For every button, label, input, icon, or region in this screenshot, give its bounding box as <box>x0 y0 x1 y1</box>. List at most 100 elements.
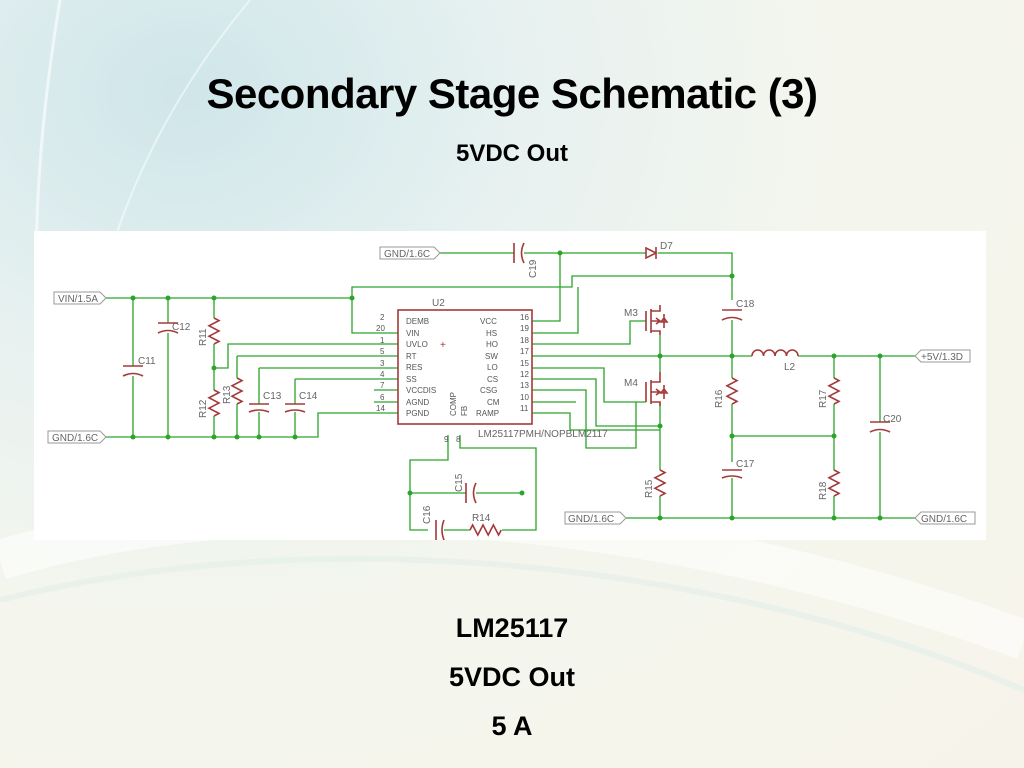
svg-text:R13: R13 <box>222 385 233 404</box>
svg-text:GND/1.6C: GND/1.6C <box>384 249 430 260</box>
svg-text:HS: HS <box>486 329 497 338</box>
capacitor-c18: C18 <box>721 299 755 321</box>
resistor-r14: R14 <box>469 513 502 537</box>
capacitor-c19: C19 <box>513 242 539 278</box>
svg-text:RAMP: RAMP <box>476 409 499 418</box>
svg-text:UVLO: UVLO <box>406 340 428 349</box>
resistor-r16: R16 <box>714 377 739 408</box>
svg-text:16: 16 <box>520 313 529 322</box>
footer-line-current: 5 A <box>491 711 533 741</box>
svg-text:19: 19 <box>520 324 529 333</box>
port-vin: VIN/1.5A <box>53 291 107 305</box>
svg-text:DEMB: DEMB <box>406 317 429 326</box>
svg-text:COMP: COMP <box>449 392 458 416</box>
svg-text:M4: M4 <box>624 378 638 389</box>
svg-text:18: 18 <box>520 336 529 345</box>
svg-text:20: 20 <box>376 324 385 333</box>
junction-dots <box>130 250 883 521</box>
svg-text:12: 12 <box>520 370 529 379</box>
svg-text:C19: C19 <box>528 259 539 278</box>
svg-text:5: 5 <box>380 347 385 356</box>
capacitor-c12: C12 <box>157 322 191 334</box>
mosfet-m3: M3 <box>624 305 669 335</box>
svg-text:VCCDIS: VCCDIS <box>406 386 436 395</box>
svg-text:C20: C20 <box>883 414 902 425</box>
svg-text:R11: R11 <box>198 328 209 346</box>
svg-text:FB: FB <box>460 406 469 416</box>
resistor-r17: R17 <box>818 377 841 408</box>
svg-text:CM: CM <box>487 398 500 407</box>
port-gnd-top: GND/1.6C <box>379 246 441 260</box>
svg-text:2: 2 <box>380 313 385 322</box>
svg-text:C16: C16 <box>422 505 433 524</box>
svg-text:D7: D7 <box>660 241 673 252</box>
svg-text:13: 13 <box>520 381 529 390</box>
svg-text:R16: R16 <box>714 389 725 408</box>
capacitor-c20: C20 <box>869 414 902 433</box>
capacitor-c14: C14 <box>284 391 318 413</box>
capacitor-c11: C11 <box>122 356 156 377</box>
svg-text:VCC: VCC <box>480 317 497 326</box>
svg-text:LO: LO <box>487 363 498 372</box>
svg-text:7: 7 <box>380 381 385 390</box>
svg-text:+5V/1.3D: +5V/1.3D <box>921 352 963 363</box>
svg-text:3: 3 <box>380 359 385 368</box>
svg-text:11: 11 <box>520 404 529 413</box>
svg-text:4: 4 <box>380 370 385 379</box>
wires <box>104 252 915 531</box>
capacitor-c13: C13 <box>248 391 282 413</box>
port-gnd-right: GND/1.6C <box>914 511 976 525</box>
ic-part-number: LM25117PMH/NOPBLM2117 <box>478 429 608 440</box>
capacitor-c17: C17 <box>721 459 755 479</box>
svg-text:C18: C18 <box>736 299 755 310</box>
svg-text:C14: C14 <box>299 391 318 402</box>
diode-d7: D7 <box>645 241 673 260</box>
ic-name: U2 <box>432 298 445 309</box>
svg-text:M3: M3 <box>624 308 638 319</box>
capacitor-c16: C16 <box>422 505 445 540</box>
slide-title: Secondary Stage Schematic (3) <box>206 70 818 117</box>
svg-text:C11: C11 <box>138 356 156 367</box>
svg-text:R17: R17 <box>818 389 829 408</box>
resistor-r12: R12 <box>198 389 221 418</box>
svg-text:C15: C15 <box>454 473 465 492</box>
capacitor-c15: C15 <box>454 473 477 504</box>
port-5v-out: +5V/1.3D <box>914 349 971 363</box>
svg-text:GND/1.6C: GND/1.6C <box>52 433 98 444</box>
svg-text:CS: CS <box>487 375 498 384</box>
schematic-svg: VIN/1.5A GND/1.6C GND/1.6C GND/1.6C GND/… <box>47 241 976 540</box>
svg-text:RT: RT <box>406 352 417 361</box>
svg-text:R14: R14 <box>472 513 491 524</box>
svg-text:PGND: PGND <box>406 409 429 418</box>
svg-text:C13: C13 <box>263 391 282 402</box>
slide-subtitle: 5VDC Out <box>455 140 568 167</box>
port-gnd-left: GND/1.6C <box>47 430 107 444</box>
schematic-diagram: VIN/1.5A GND/1.6C GND/1.6C GND/1.6C GND/… <box>34 231 986 540</box>
svg-text:HO: HO <box>486 340 498 349</box>
svg-text:VIN/1.5A: VIN/1.5A <box>58 294 98 305</box>
svg-text:CSG: CSG <box>480 386 497 395</box>
footer-line-output: 5VDC Out <box>448 662 575 692</box>
svg-text:8: 8 <box>456 435 461 444</box>
svg-text:+: + <box>440 340 446 351</box>
svg-text:17: 17 <box>520 347 529 356</box>
resistor-r15: R15 <box>644 469 667 498</box>
mosfet-m4: M4 <box>624 372 669 406</box>
svg-text:C17: C17 <box>736 459 755 470</box>
resistor-r13: R13 <box>222 377 244 405</box>
inductor-l2: L2 <box>751 349 799 373</box>
svg-text:SS: SS <box>406 375 417 384</box>
svg-text:GND/1.6C: GND/1.6C <box>568 514 614 525</box>
port-gnd-bottom: GND/1.6C <box>564 511 627 525</box>
svg-text:R12: R12 <box>198 399 209 418</box>
footer-line-part: LM25117 <box>455 613 569 643</box>
svg-text:R15: R15 <box>644 479 655 498</box>
svg-text:14: 14 <box>376 404 385 413</box>
svg-text:9: 9 <box>444 435 449 444</box>
svg-text:15: 15 <box>520 359 529 368</box>
svg-text:VIN: VIN <box>406 329 420 338</box>
svg-text:R18: R18 <box>818 481 829 500</box>
svg-text:AGND: AGND <box>406 398 429 407</box>
svg-text:10: 10 <box>520 393 529 402</box>
